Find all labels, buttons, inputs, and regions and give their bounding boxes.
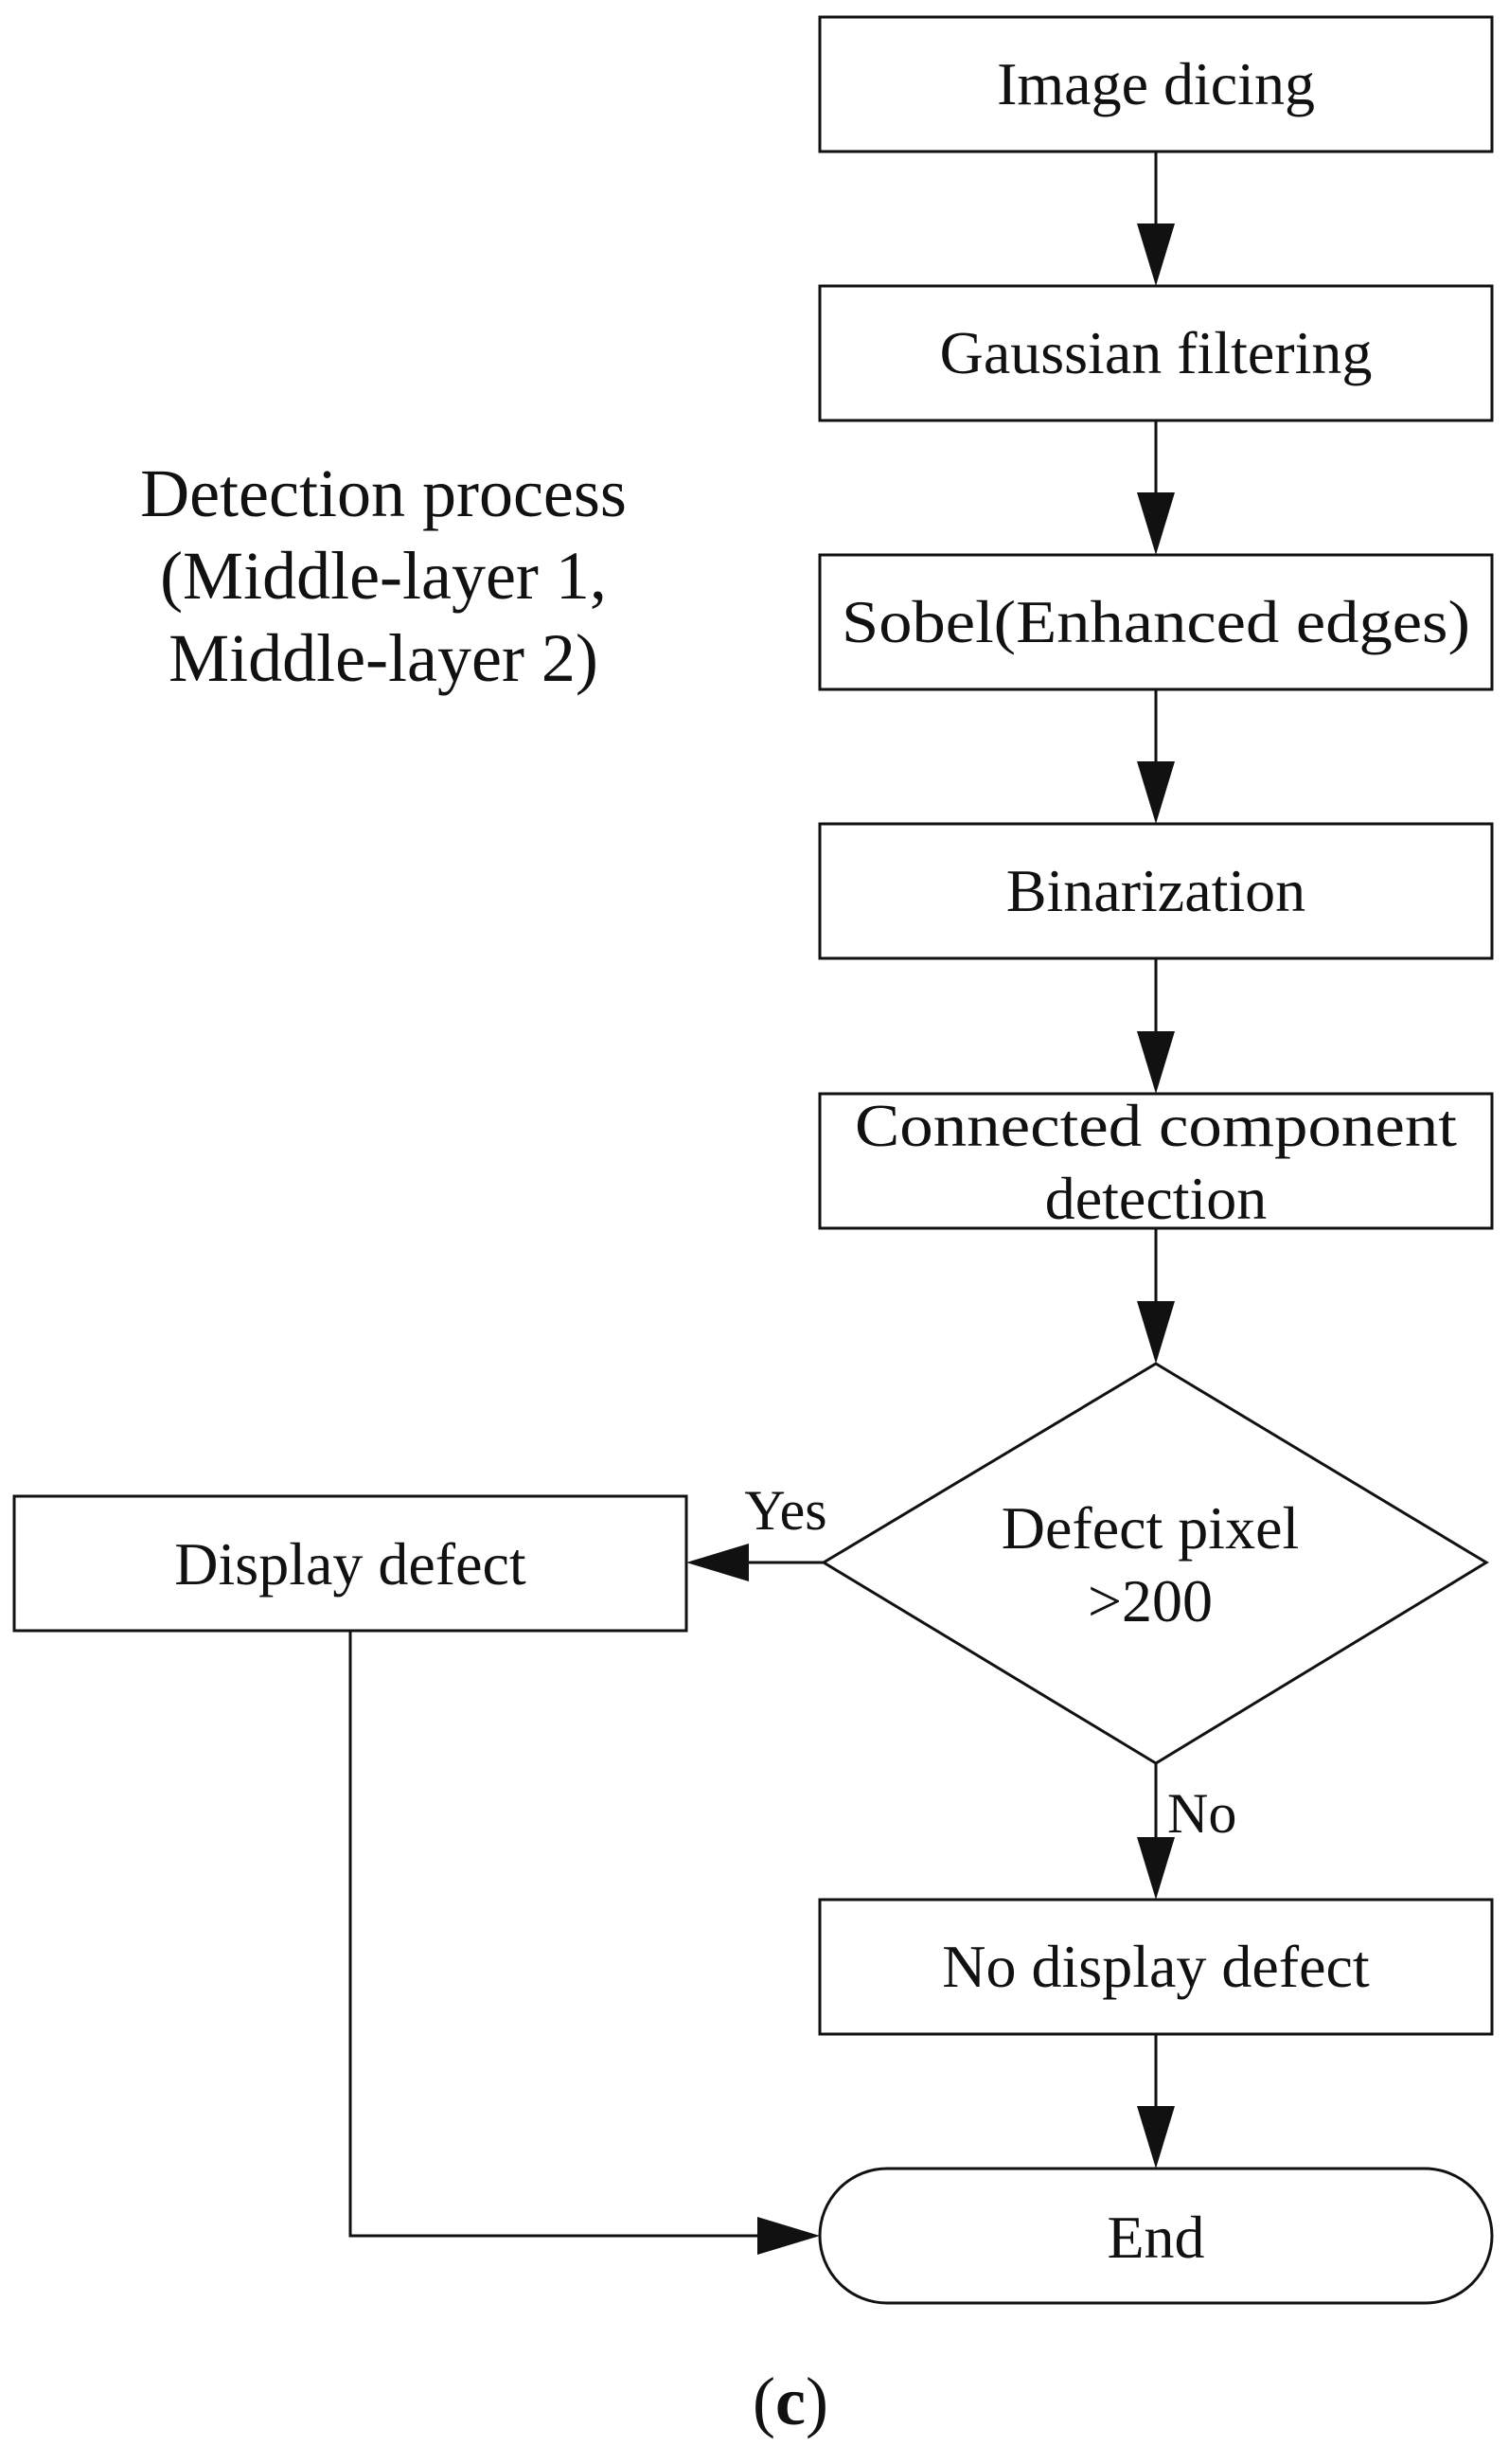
arrowhead-down-icon: [1137, 1837, 1175, 1900]
edge-binarization-to-connected: [1137, 958, 1175, 1094]
arrowhead-down-icon: [1137, 223, 1175, 286]
edge-label-yes: Yes: [744, 1479, 826, 1542]
figure-caption: (c): [753, 2364, 828, 2439]
node-connected-component: Connected component detection: [818, 1092, 1494, 1232]
node-decision-diamond: [821, 1362, 1489, 1765]
edge-label-no: No: [1167, 1782, 1236, 1845]
arrowhead-down-icon: [1137, 2106, 1175, 2169]
arrowhead-down-icon: [1137, 1031, 1175, 1094]
edge-no-display-to-end: [1137, 2034, 1175, 2169]
edge-display-defect-to-end: [348, 1631, 820, 2255]
node-gaussian-filtering: Gaussian filtering: [818, 284, 1494, 422]
node-gaussian-filtering-label: Gaussian filtering: [940, 319, 1373, 386]
node-display-defect-label: Display defect: [174, 1530, 526, 1598]
edge-image-dicing-to-gaussian: [1137, 152, 1175, 286]
node-binarization: Binarization: [818, 822, 1494, 960]
edge-gaussian-to-sobel: [1137, 420, 1175, 555]
node-end-label: End: [1107, 2204, 1204, 2271]
node-decision-label-line-2: >200: [1088, 1567, 1213, 1634]
caption-letter: c: [775, 2364, 806, 2439]
node-image-dicing-label: Image dicing: [997, 50, 1315, 117]
node-sobel: Sobel(Enhanced edges): [818, 553, 1494, 691]
node-end: End: [818, 2167, 1494, 2305]
edge-line: [348, 1631, 757, 2238]
edge-decision-no: No: [1137, 1763, 1236, 1900]
node-gaussian-filtering-box: [818, 284, 1494, 422]
node-image-dicing-box: [818, 15, 1494, 153]
node-display-defect-box: [12, 1494, 688, 1633]
title-line-2: (Middle-layer 1,: [160, 538, 607, 614]
node-binarization-box: [818, 822, 1494, 960]
title-line-3: Middle-layer 2): [169, 620, 598, 696]
node-connected-component-label-line-1: Connected component: [855, 1092, 1457, 1159]
node-decision: Defect pixel >200: [821, 1362, 1489, 1765]
caption-close-paren: ): [806, 2364, 828, 2439]
arrowhead-down-icon: [1137, 492, 1175, 555]
node-no-display-defect-label: No display defect: [942, 1933, 1370, 2000]
edge-decision-yes: Yes: [686, 1479, 827, 1581]
node-connected-component-label-line-2: detection: [1045, 1165, 1268, 1232]
title-line-1: Detection process: [140, 455, 627, 531]
node-connected-component-box: [818, 1092, 1494, 1230]
node-decision-label-line-1: Defect pixel: [1002, 1494, 1300, 1562]
node-no-display-defect: No display defect: [818, 1898, 1494, 2036]
node-image-dicing: Image dicing: [818, 15, 1494, 153]
diagram-title: Detection process (Middle-layer 1, Middl…: [140, 455, 627, 696]
edge-sobel-to-binarization: [1137, 689, 1175, 824]
caption-open-paren: (: [753, 2364, 775, 2439]
arrowhead-left-icon: [686, 1544, 749, 1581]
arrowhead-right-icon: [757, 2217, 820, 2255]
edge-connected-to-decision: [1137, 1228, 1175, 1364]
arrowhead-down-icon: [1137, 1301, 1175, 1364]
node-binarization-label: Binarization: [1006, 857, 1305, 924]
arrowhead-down-icon: [1137, 761, 1175, 824]
node-display-defect: Display defect: [12, 1494, 688, 1633]
node-sobel-label: Sobel(Enhanced edges): [842, 588, 1470, 655]
